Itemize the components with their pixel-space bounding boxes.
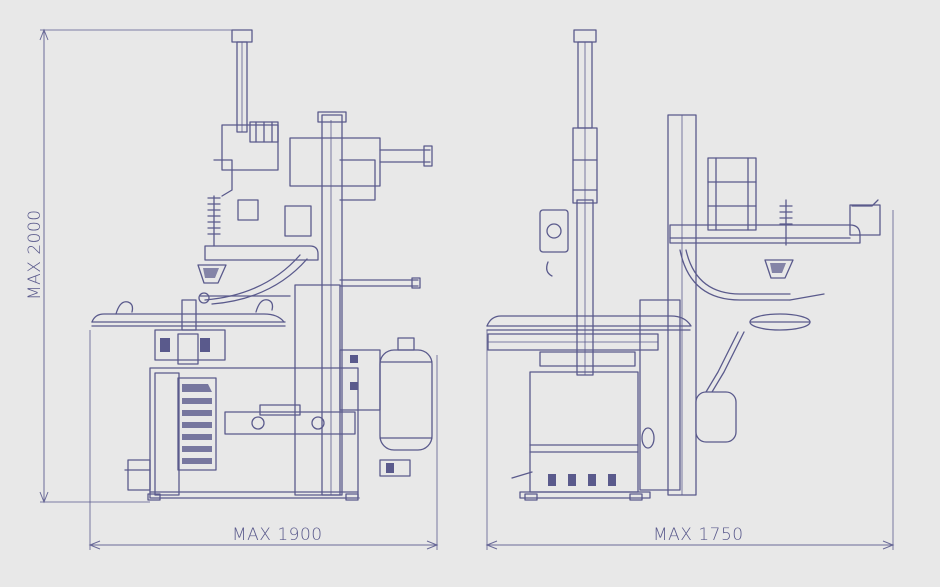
side-view-machine [486,29,881,501]
height-dimension: MAX 2000 [25,28,240,504]
front-view-machine [91,29,433,501]
height-dimension-label: MAX 2000 [25,209,45,300]
side-width-dimension: MAX 1750 [485,210,895,550]
front-width-label: MAX 1900 [232,525,323,545]
side-width-label: MAX 1750 [653,525,744,545]
front-width-dimension: MAX 1900 [88,330,439,550]
